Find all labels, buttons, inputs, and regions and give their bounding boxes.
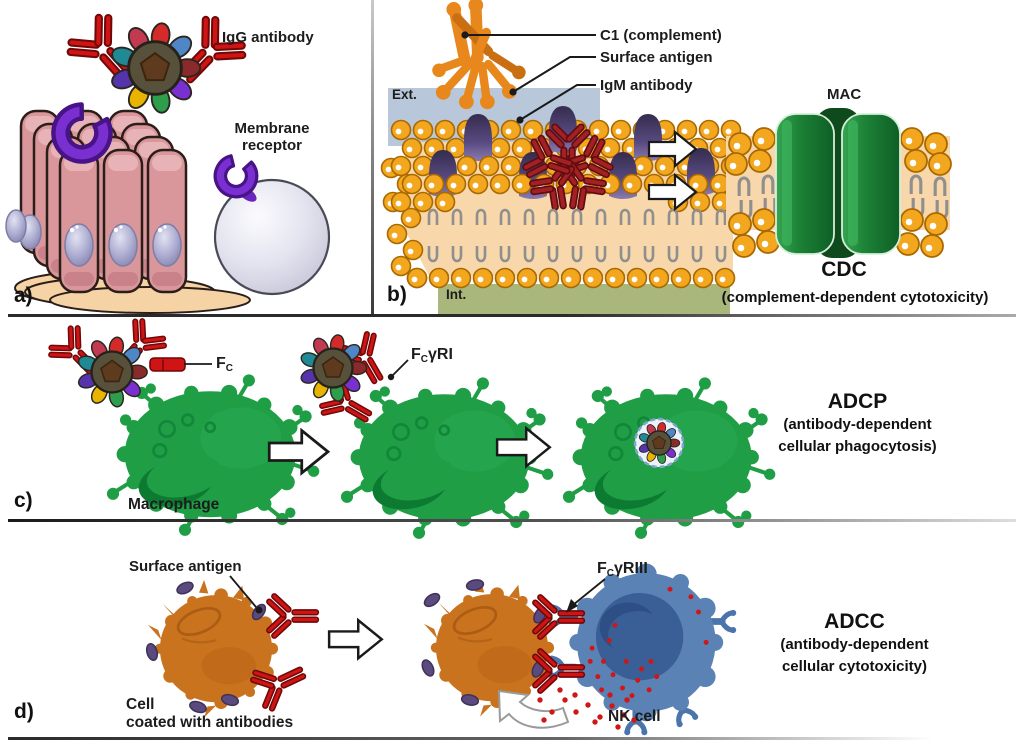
connector-dots xyxy=(255,31,524,614)
cell-nuclei xyxy=(64,223,182,267)
igg-antibody-label: IgG antibody xyxy=(222,29,314,46)
horizontal-divider-1 xyxy=(8,314,1016,317)
right-arrow-icon xyxy=(495,427,551,468)
panel-b-letter: b) xyxy=(387,283,407,306)
macrophage-label: Macrophage xyxy=(128,496,220,513)
cytotoxic-granule-dots xyxy=(537,687,637,730)
right-arrow-icon xyxy=(267,429,330,475)
panel-c-letter: c) xyxy=(14,489,33,512)
nk-cell-label: NK cell xyxy=(608,708,661,725)
adcc-subtitle-1: (antibody-dependent xyxy=(780,636,929,653)
horizontal-divider-2 xyxy=(8,519,1016,522)
panel-b-membrane-illustration xyxy=(380,88,749,314)
cell-coated-label: Cell coated with antibodies xyxy=(126,696,294,731)
right-arrow-icon xyxy=(647,130,698,168)
vertical-divider xyxy=(371,0,374,316)
panel-b-connector-lines xyxy=(465,34,596,121)
right-arrow-icon xyxy=(647,173,698,211)
igm-antibody-label: IgM antibody xyxy=(600,77,693,94)
adcp-title: ADCP xyxy=(827,390,888,413)
c1-label: C1 (complement) xyxy=(600,27,722,44)
right-arrow-icon xyxy=(327,619,383,660)
sphere-cell xyxy=(206,146,331,296)
horizontal-divider-3 xyxy=(8,737,933,740)
adcp-subtitle-1: (antibody-dependent xyxy=(783,416,932,433)
mac-pore-illustration xyxy=(724,108,952,258)
fcgri-label: FCγRI xyxy=(411,346,453,365)
membrane-receptor-on-cells-icon xyxy=(47,98,117,168)
surface-antigen-label-d: Surface antigen xyxy=(129,558,242,575)
adcc-title: ADCC xyxy=(824,610,885,633)
mac-label: MAC xyxy=(827,86,862,103)
intracellular-band xyxy=(438,284,730,314)
cdc-subtitle: (complement-dependent cytotoxicity) xyxy=(721,289,989,306)
adcc-subtitle-2: cellular cytotoxicity) xyxy=(781,658,928,675)
phagosome-with-virus xyxy=(633,417,685,469)
panel-c-illustration xyxy=(42,312,1024,521)
curved-release-arrow-icon xyxy=(497,689,570,729)
fcgriii-label: FCγRIII xyxy=(597,560,648,579)
cdc-title: CDC xyxy=(821,258,867,281)
panel-d-letter: d) xyxy=(14,700,34,723)
adcp-subtitle-2: cellular phagocytosis) xyxy=(778,438,937,455)
panel-a-illustration xyxy=(5,6,331,314)
membrane-receptor-label: Membrane receptor xyxy=(234,120,310,155)
epithelial-cells xyxy=(5,98,251,314)
fc-label: FC xyxy=(216,355,234,374)
fcgriii-pointer xyxy=(566,599,578,613)
panel-a-letter: a) xyxy=(14,284,33,307)
panel-cd-connector-lines xyxy=(184,359,606,608)
surface-antigen-label-b: Surface antigen xyxy=(600,49,713,66)
int-label: Int. xyxy=(446,287,467,302)
ext-label: Ext. xyxy=(392,87,417,102)
